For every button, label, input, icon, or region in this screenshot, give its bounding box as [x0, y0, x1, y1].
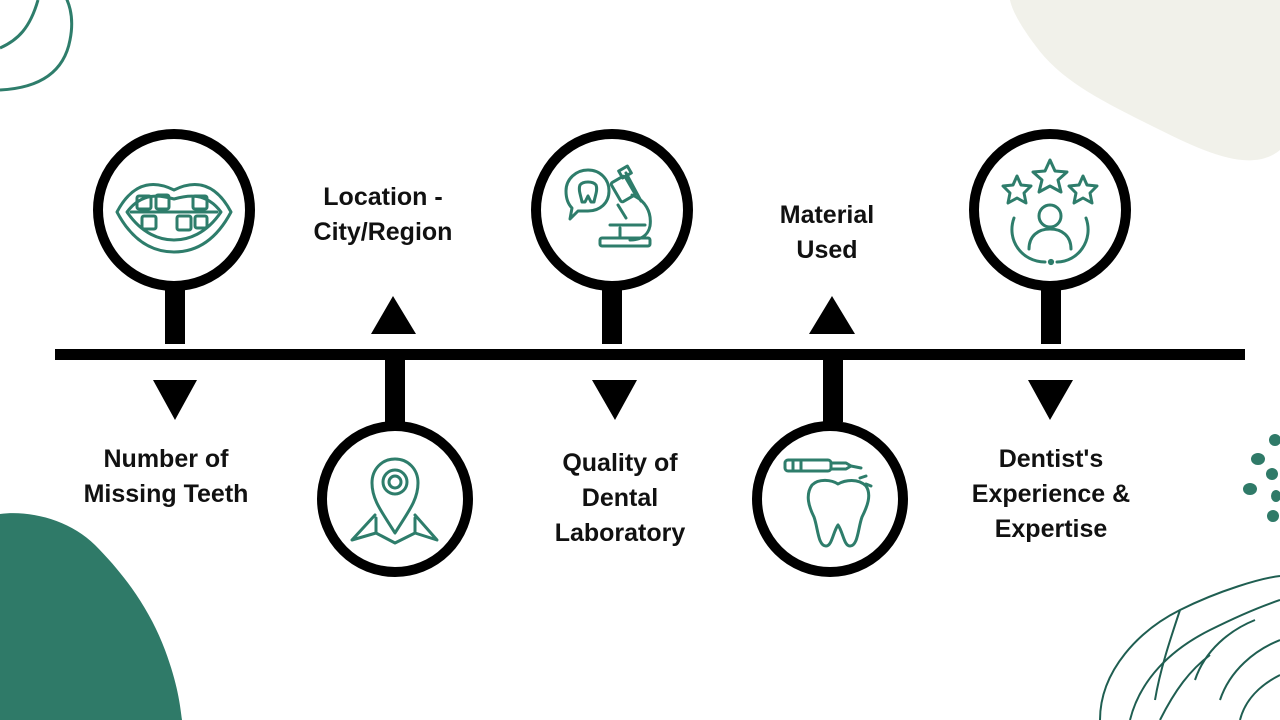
timeline-step-2 [317, 296, 473, 577]
outline-swirl-top-left [0, 0, 74, 92]
step-4-label: Material Used [779, 201, 875, 264]
step-1-arrow [153, 380, 197, 420]
step-3-circle [531, 129, 693, 291]
leaf-outline-bottom-right [1099, 575, 1280, 720]
mouth-missing-teeth-icon [115, 183, 233, 254]
rated-person-icon [1001, 158, 1099, 266]
outline-swirl-top-left-inner [0, 0, 40, 50]
timeline-step-5 [969, 129, 1131, 420]
timeline-axis-line [55, 349, 1245, 360]
step-2-label: Location - City/Region [313, 183, 453, 246]
step-1-stem [165, 288, 185, 344]
step-5-circle [969, 129, 1131, 291]
step-2-circle [317, 421, 473, 577]
step-3-stem [602, 288, 622, 344]
timeline-step-1 [93, 129, 255, 420]
step-5-stem [1041, 288, 1061, 344]
step-4-circle [752, 421, 908, 577]
timeline-step-3 [531, 129, 693, 420]
step-5-label: Dentist's Experience & Expertise [971, 445, 1131, 543]
step-3-arrow [592, 380, 637, 420]
step-5-arrow [1028, 380, 1073, 420]
step-1-label: Number of Missing Teeth [83, 445, 249, 508]
tooth-drill-icon [783, 458, 873, 548]
step-4-arrow [809, 296, 855, 334]
step-1-circle [93, 129, 255, 291]
map-pin-icon [350, 457, 439, 545]
timeline-step-4 [752, 296, 908, 577]
light-blob-top-right [1010, 0, 1280, 161]
microscope-tooth-icon [564, 164, 652, 248]
step-3-label: Quality of Dental Laboratory [554, 449, 686, 547]
step-2-stem [385, 360, 405, 422]
dark-blob-bottom-left [0, 513, 182, 720]
step-4-stem [823, 360, 843, 422]
dots-right [1243, 434, 1280, 522]
step-2-arrow [371, 296, 416, 334]
